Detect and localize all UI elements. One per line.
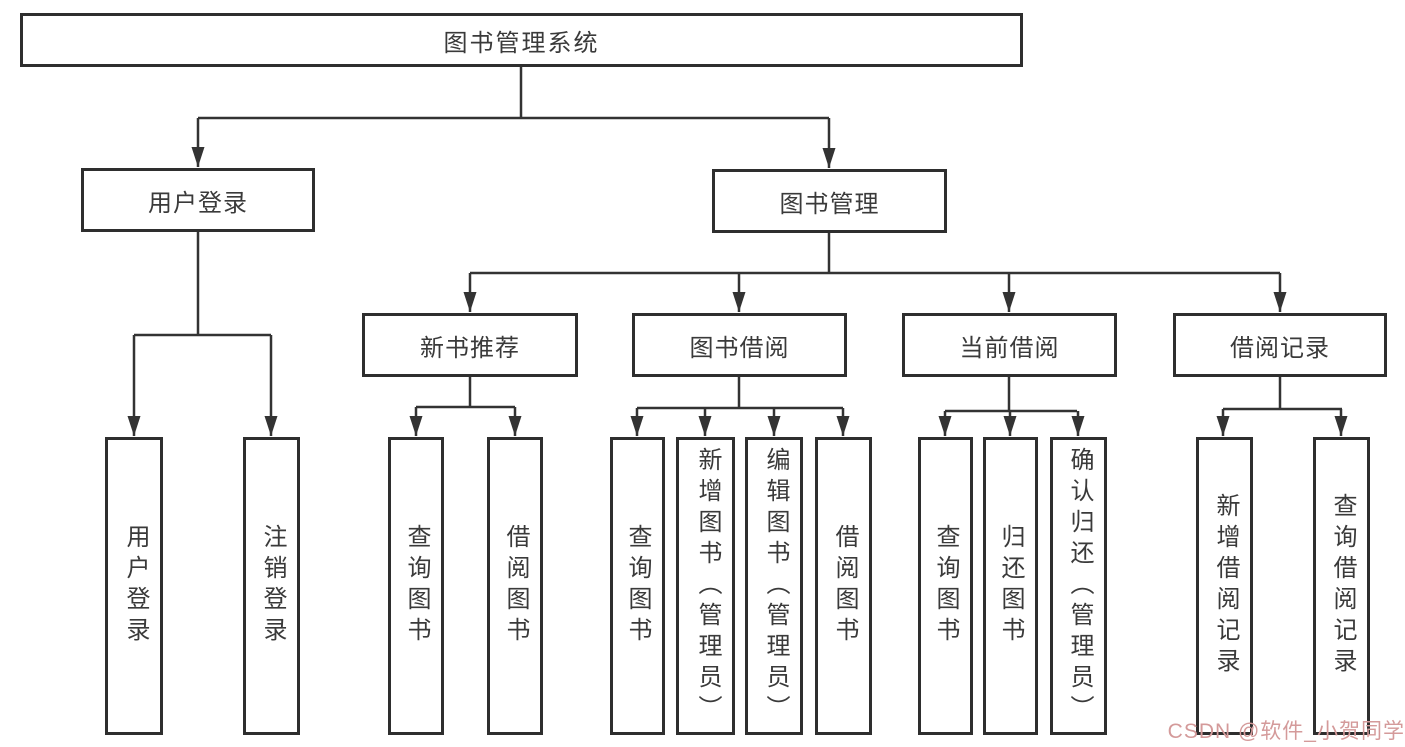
leaf-return-book: 归还图书 — [983, 437, 1038, 735]
leaf-add-borrow-record: 新增借阅记录 — [1196, 437, 1253, 735]
node-user-login: 用户登录 — [81, 168, 315, 232]
node-borrowing-records: 借阅记录 — [1173, 313, 1387, 377]
leaf-logout: 注销登录 — [243, 437, 300, 735]
node-library-system: 图书管理系统 — [20, 13, 1023, 67]
leaf-query-books-current: 查询图书 — [918, 437, 973, 735]
leaf-query-borrow-record: 查询借阅记录 — [1313, 437, 1370, 735]
leaf-borrow-books-recommend: 借阅图书 — [487, 437, 543, 735]
node-current-borrowing: 当前借阅 — [902, 313, 1117, 377]
leaf-confirm-return-admin: 确认归还（管理员） — [1050, 437, 1107, 735]
node-book-management: 图书管理 — [712, 169, 947, 233]
node-new-book-recommendation: 新书推荐 — [362, 313, 578, 377]
leaf-edit-book-admin: 编辑图书（管理员） — [745, 437, 803, 735]
csdn-watermark: CSDN @软件_小贺同学 — [1167, 720, 1405, 743]
leaf-user-login: 用户登录 — [105, 437, 163, 735]
leaf-add-book-admin: 新增图书（管理员） — [676, 437, 735, 735]
node-book-borrowing: 图书借阅 — [632, 313, 847, 377]
leaf-query-books-recommend: 查询图书 — [388, 437, 444, 735]
leaf-query-books-borrow: 查询图书 — [610, 437, 665, 735]
leaf-borrow-books: 借阅图书 — [815, 437, 872, 735]
